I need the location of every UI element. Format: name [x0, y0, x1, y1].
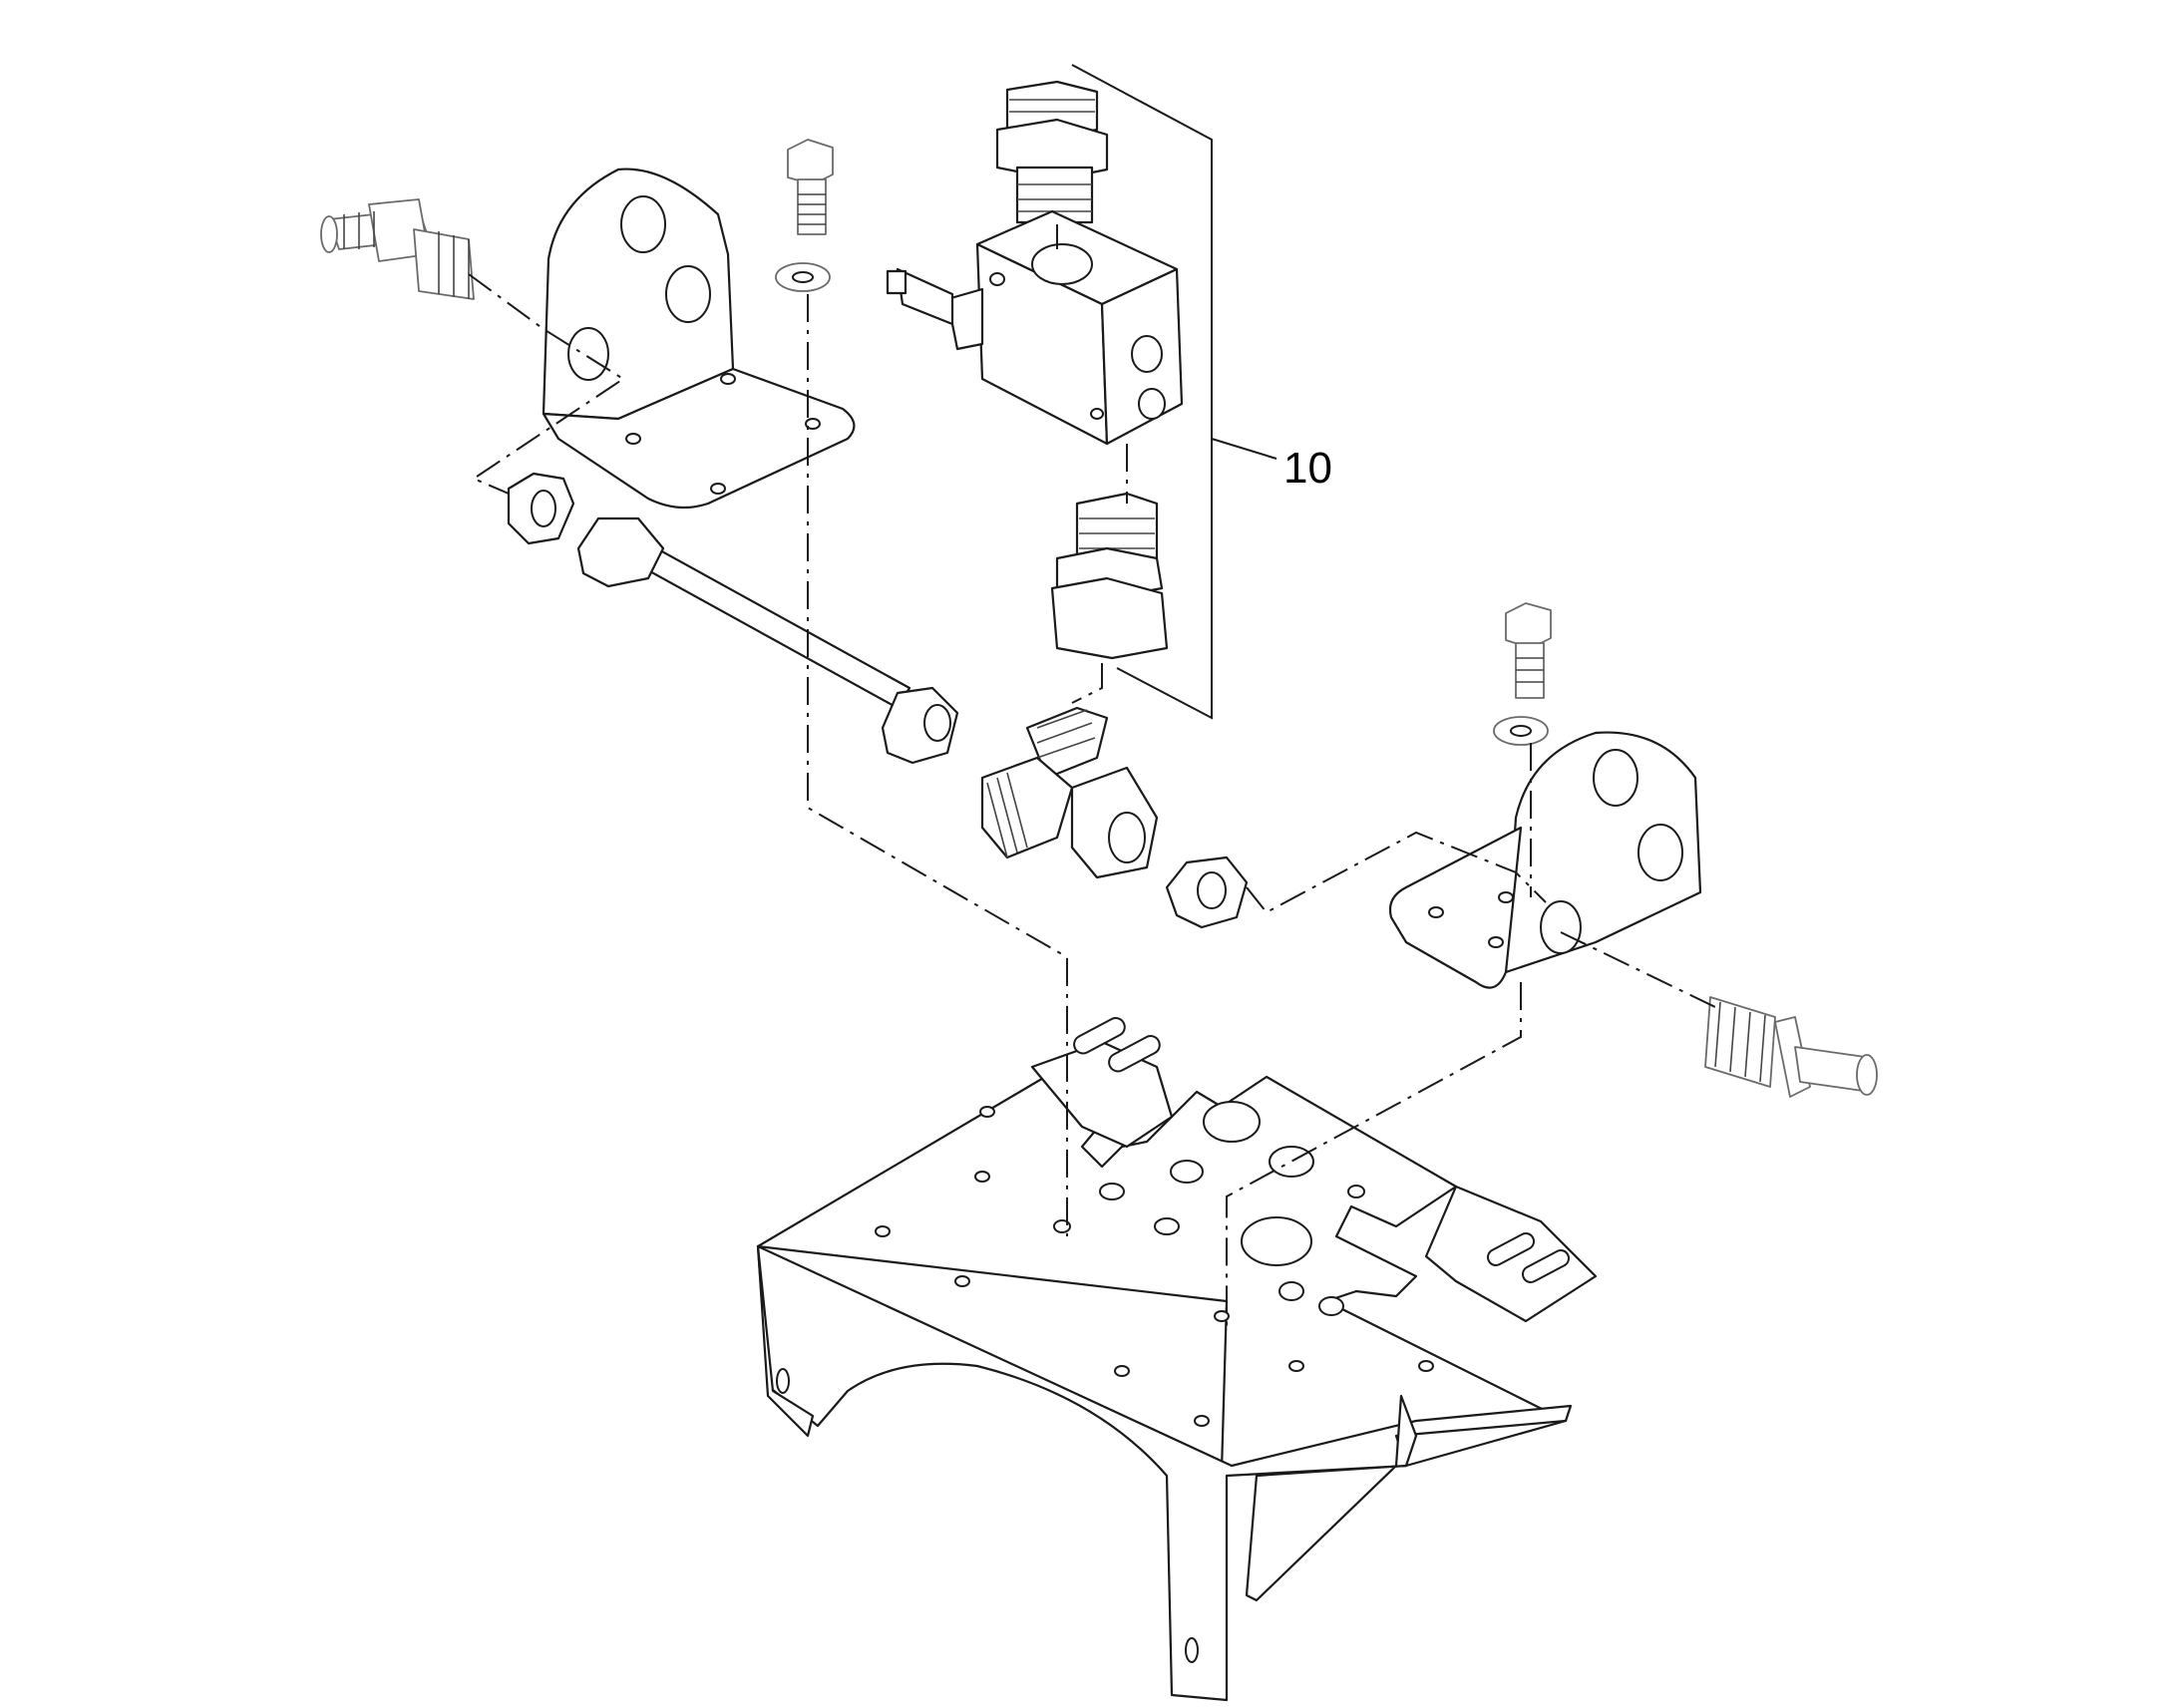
right-angle-bracket — [1388, 731, 1702, 989]
base-mounting-plate — [756, 1017, 1598, 1702]
left-threaded-stud — [320, 198, 475, 300]
right-threaded-stud — [1704, 996, 1878, 1098]
callout-10-leader — [1071, 64, 1277, 720]
tee-fitting — [980, 706, 1159, 879]
middle-lock-nut — [1165, 855, 1249, 929]
right-flat-washer — [1493, 716, 1549, 746]
left-angle-bracket — [542, 168, 856, 510]
right-hex-bolt — [1505, 602, 1552, 699]
callout-10-label: 10 — [1283, 444, 1332, 493]
left-lock-nut — [507, 472, 575, 545]
assembly-center-lines — [468, 224, 1716, 1326]
left-flat-washer — [775, 262, 831, 292]
relief-valve-assembly — [886, 80, 1184, 660]
left-hex-bolt — [787, 139, 834, 235]
hydraulic-tube-assembly — [576, 516, 959, 765]
